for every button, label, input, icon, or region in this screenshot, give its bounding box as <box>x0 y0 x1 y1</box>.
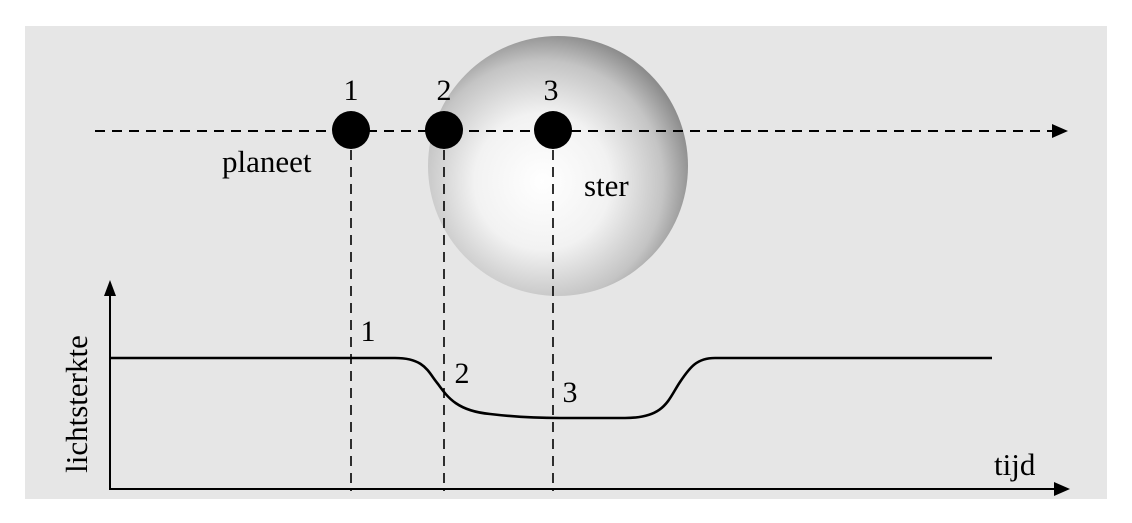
y-axis-label: lichtsterkte <box>59 335 94 473</box>
position-label-3: 3 <box>544 74 559 107</box>
position-label-1: 1 <box>344 74 359 107</box>
x-axis-label: tijd <box>994 447 1036 482</box>
arrow-right-icon <box>1054 482 1070 496</box>
star <box>428 36 688 296</box>
curve-label-2: 2 <box>455 357 470 390</box>
curve-label-1: 1 <box>361 315 376 348</box>
planet-label: planeet <box>222 144 312 179</box>
light-curve <box>110 356 992 420</box>
planet-position-3 <box>534 111 572 149</box>
position-label-2: 2 <box>437 74 452 107</box>
planet-position-2 <box>425 111 463 149</box>
planet-position-1 <box>332 111 370 149</box>
star-label: ster <box>584 168 629 203</box>
curve-label-3: 3 <box>563 376 578 409</box>
arrow-right-icon <box>1052 124 1068 138</box>
arrow-up-icon <box>104 280 116 296</box>
